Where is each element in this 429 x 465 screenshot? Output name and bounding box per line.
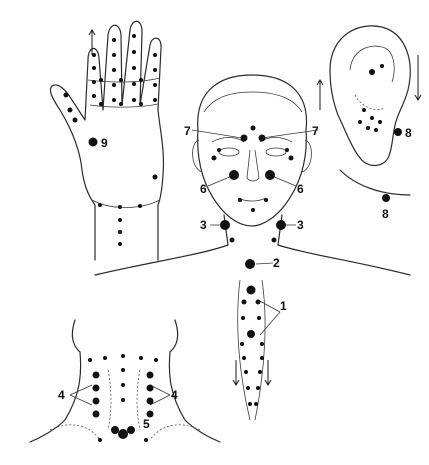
label-3-right: 3	[297, 219, 304, 231]
label-6-left: 6	[200, 183, 207, 195]
label-4-right: 4	[171, 389, 178, 401]
ear-outline	[330, 26, 410, 166]
ear-figure	[317, 26, 421, 202]
chain-arrow-right	[265, 360, 271, 385]
pointer-line-1b	[260, 312, 280, 335]
ear-arrow-right	[415, 55, 421, 100]
neck-right	[278, 215, 282, 245]
head-outline	[198, 75, 307, 226]
label-1: 1	[280, 300, 287, 312]
chain-arrow-left	[233, 360, 239, 385]
shoulder-blade-right	[150, 425, 200, 440]
pointer-line-6-left	[208, 176, 232, 186]
mouth	[238, 198, 266, 201]
ear-inner-fold	[350, 46, 394, 82]
left-eyebrow	[212, 138, 244, 143]
label-6-right: 6	[297, 183, 304, 195]
label-8-ear: 8	[405, 127, 412, 139]
neck-left	[224, 215, 228, 245]
label-3-left: 3	[200, 219, 207, 231]
back-head-outline	[72, 320, 177, 352]
hairline	[204, 92, 302, 112]
label-2: 2	[273, 257, 280, 269]
shoulder-blade-left	[50, 425, 100, 440]
neck-chain	[233, 280, 280, 420]
label-7-left: 7	[184, 125, 191, 137]
spine-right	[137, 370, 140, 430]
pointer-line-1a	[258, 300, 280, 312]
ear-arrow-left	[317, 80, 323, 110]
pointer-line-7-left	[192, 130, 242, 138]
hand-points	[64, 34, 158, 246]
label-9: 9	[101, 137, 108, 149]
label-8-neck: 8	[382, 208, 389, 220]
pointer-line-4-left-a	[70, 385, 92, 395]
face-points	[212, 126, 294, 270]
nose	[247, 150, 259, 181]
pointer-line-7-right	[262, 130, 318, 138]
pointer-line-6-right	[272, 176, 296, 186]
hand-wrist-line	[92, 200, 160, 208]
left-eye	[219, 148, 239, 156]
right-eye	[266, 148, 286, 156]
label-4-left: 4	[58, 389, 65, 401]
neck-behind-ear	[340, 170, 410, 195]
label-5: 5	[143, 418, 150, 430]
pointer-line-2	[256, 263, 273, 264]
spine-left	[108, 370, 111, 430]
ear-inner-curve	[355, 95, 385, 109]
ear-points	[358, 64, 402, 202]
label-7-right: 7	[312, 125, 319, 137]
back-neck-figure	[30, 320, 220, 442]
